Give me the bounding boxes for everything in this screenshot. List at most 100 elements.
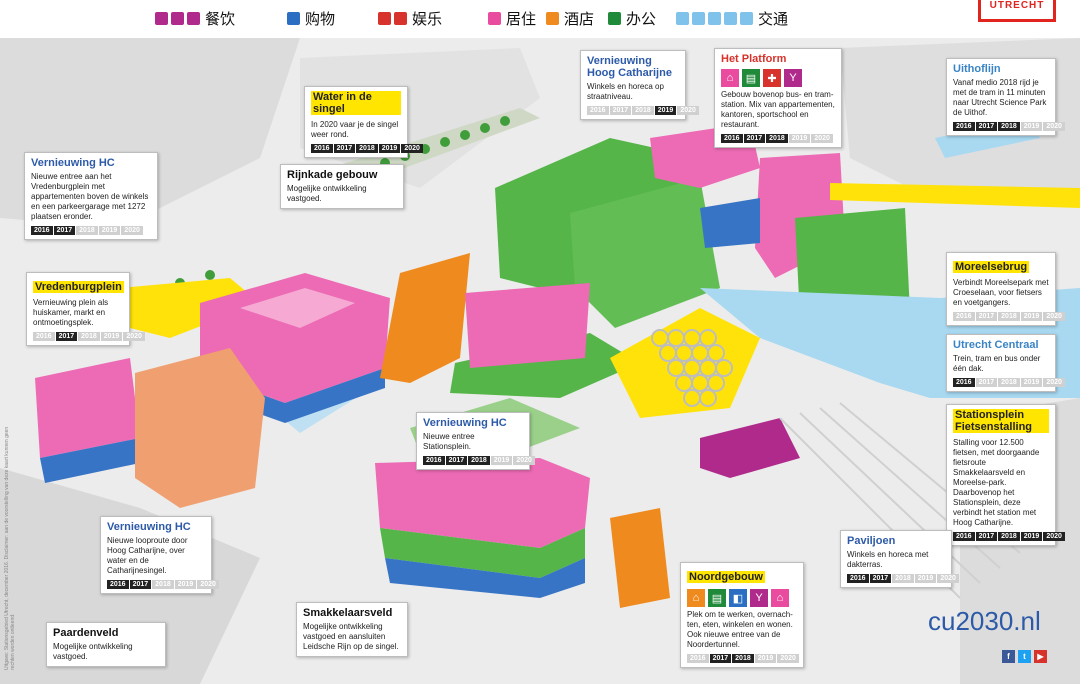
legend-label: 酒店 bbox=[564, 10, 595, 28]
year-2018: 2018 bbox=[356, 144, 378, 153]
ticket-icon bbox=[394, 12, 407, 25]
callout-title: Uithoflijn bbox=[953, 63, 1001, 75]
year-2018: 2018 bbox=[892, 574, 914, 583]
office-building bbox=[570, 178, 720, 328]
bed-icon: ⌂ bbox=[721, 69, 739, 87]
year-2017: 2017 bbox=[53, 226, 76, 235]
year-2016: 2016 bbox=[31, 226, 53, 235]
callout-body: Winkels en horeca met dakterras. bbox=[847, 550, 929, 569]
callout-title: Vernieuwing Hoog Catharijne bbox=[587, 55, 672, 79]
callout-body: Nieuwe looproute door Hoog Catharijne, o… bbox=[107, 536, 188, 575]
callout-title: Stationsplein Fietsenstalling bbox=[953, 409, 1049, 433]
bed-icon: ⌂ bbox=[771, 589, 789, 607]
twitter-icon[interactable]: t bbox=[1018, 650, 1031, 663]
year-2019: 2019 bbox=[914, 574, 937, 583]
callout-stationsplein: Stationsplein Fietsenstalling Stalling v… bbox=[946, 404, 1065, 546]
callout-title: Vredenburgplein bbox=[33, 281, 124, 293]
callout-title: Vernieuwing HC bbox=[31, 157, 115, 169]
dining-icon bbox=[155, 12, 168, 25]
year-2018: 2018 bbox=[632, 106, 654, 115]
callout-water-singel: Water in de singel In 2020 vaar je de si… bbox=[304, 86, 423, 158]
callout-rijnkade: Rijnkade gebouw Mogelijke ontwikkeling v… bbox=[280, 164, 404, 209]
callout-uithoflijn: Uithoflijn Vanaf medio 2018 rijd je met … bbox=[946, 58, 1065, 136]
drinks-icon bbox=[171, 12, 184, 25]
year-2016: 2016 bbox=[953, 312, 975, 321]
shopping-bag-icon: ◧ bbox=[729, 589, 747, 607]
legend-housing: 居住 bbox=[488, 8, 536, 29]
legend-entertainment: 娱乐 bbox=[378, 8, 442, 29]
year-2020: 2020 bbox=[1043, 532, 1065, 541]
facebook-icon[interactable]: f bbox=[1002, 650, 1015, 663]
hotel-building bbox=[380, 253, 470, 383]
year-2020: 2020 bbox=[937, 574, 959, 583]
map-legend: 餐饮 购物 娱乐 居住 酒店 办公 交通 UTRECHT bbox=[0, 0, 1080, 38]
callout-body: Trein, tram en bus onder één dak. bbox=[953, 354, 1041, 373]
year-2018: 2018 bbox=[998, 122, 1020, 131]
callout-body: Vernieuwing plein als huiskamer, markt e… bbox=[33, 298, 109, 327]
legend-label: 办公 bbox=[626, 10, 657, 28]
callout-body: Mogelijke ontwikkeling vastgoed. bbox=[53, 642, 133, 661]
legend-hotel: 酒店 bbox=[546, 8, 594, 29]
youtube-icon[interactable]: ▶ bbox=[1034, 650, 1047, 663]
callout-vredenburgplein: Vredenburgplein Vernieuwing plein als hu… bbox=[26, 272, 145, 346]
function-icons: ⌂ ▤ ◧ Y ⌂ bbox=[687, 589, 797, 607]
year-2020: 2020 bbox=[1043, 122, 1065, 131]
year-2019: 2019 bbox=[174, 580, 197, 589]
legend-label: 购物 bbox=[305, 10, 336, 28]
year-2019: 2019 bbox=[1020, 122, 1043, 131]
year-2020: 2020 bbox=[1043, 312, 1065, 321]
year-2017: 2017 bbox=[869, 574, 892, 583]
office-icon: ▤ bbox=[708, 589, 726, 607]
year-2020: 2020 bbox=[121, 226, 143, 235]
year-2019: 2019 bbox=[1020, 532, 1043, 541]
office-icon bbox=[608, 12, 621, 25]
year-2018: 2018 bbox=[998, 378, 1020, 387]
year-2018: 2018 bbox=[76, 226, 98, 235]
callout-title: Smakkelaarsveld bbox=[303, 607, 393, 619]
bed-icon bbox=[488, 12, 501, 25]
year-2016: 2016 bbox=[587, 106, 609, 115]
callout-body: Mogelijke ontwikkeling vastgoed. bbox=[287, 184, 367, 203]
housing-block bbox=[465, 283, 590, 368]
callout-title: Moreelsebrug bbox=[953, 261, 1030, 273]
year-2018: 2018 bbox=[766, 134, 788, 143]
year-2017: 2017 bbox=[445, 456, 468, 465]
year-2017: 2017 bbox=[743, 134, 766, 143]
callout-vernieuwing-hc: Vernieuwing HC Nieuwe entree aan het Vre… bbox=[24, 152, 158, 240]
uithoflijn-tram-line bbox=[830, 183, 1080, 208]
year-2017: 2017 bbox=[333, 144, 356, 153]
callout-paviljoen: Paviljoen Winkels en horeca met dakterra… bbox=[840, 530, 959, 588]
year-2019: 2019 bbox=[490, 456, 513, 465]
paviljoen bbox=[700, 418, 800, 478]
year-2020: 2020 bbox=[777, 654, 799, 663]
callout-body: Nieuwe entree Stationsplein. bbox=[423, 432, 475, 451]
legend-dining: 餐饮 bbox=[155, 8, 235, 29]
year-2019: 2019 bbox=[1020, 378, 1043, 387]
callout-moreelsebrug: Moreelsebrug Verbindt Moreelsepark met C… bbox=[946, 252, 1065, 326]
callout-body: Mogelijke ontwikkeling vastgoed en aansl… bbox=[303, 622, 399, 651]
year-2017: 2017 bbox=[709, 654, 732, 663]
year-2020: 2020 bbox=[197, 580, 219, 589]
housing-block bbox=[375, 458, 590, 548]
year-2016: 2016 bbox=[721, 134, 743, 143]
callout-smakkelaarsveld: Smakkelaarsveld Mogelijke ontwikkeling v… bbox=[296, 602, 408, 657]
year-2019: 2019 bbox=[654, 106, 677, 115]
callout-title: Vernieuwing HC bbox=[107, 521, 191, 533]
legend-office: 办公 bbox=[608, 8, 656, 29]
callout-body: Vanaf medio 2018 rijd je met de tram in … bbox=[953, 78, 1047, 117]
callout-title: Water in de singel bbox=[311, 91, 401, 115]
year-2018: 2018 bbox=[998, 312, 1020, 321]
year-2017: 2017 bbox=[129, 580, 152, 589]
year-2017: 2017 bbox=[975, 312, 998, 321]
honeycomb-roof bbox=[651, 329, 733, 407]
website-link[interactable]: cu2030.nl bbox=[928, 606, 1041, 636]
year-2020: 2020 bbox=[811, 134, 833, 143]
car-icon bbox=[692, 12, 705, 25]
year-2016: 2016 bbox=[107, 580, 129, 589]
